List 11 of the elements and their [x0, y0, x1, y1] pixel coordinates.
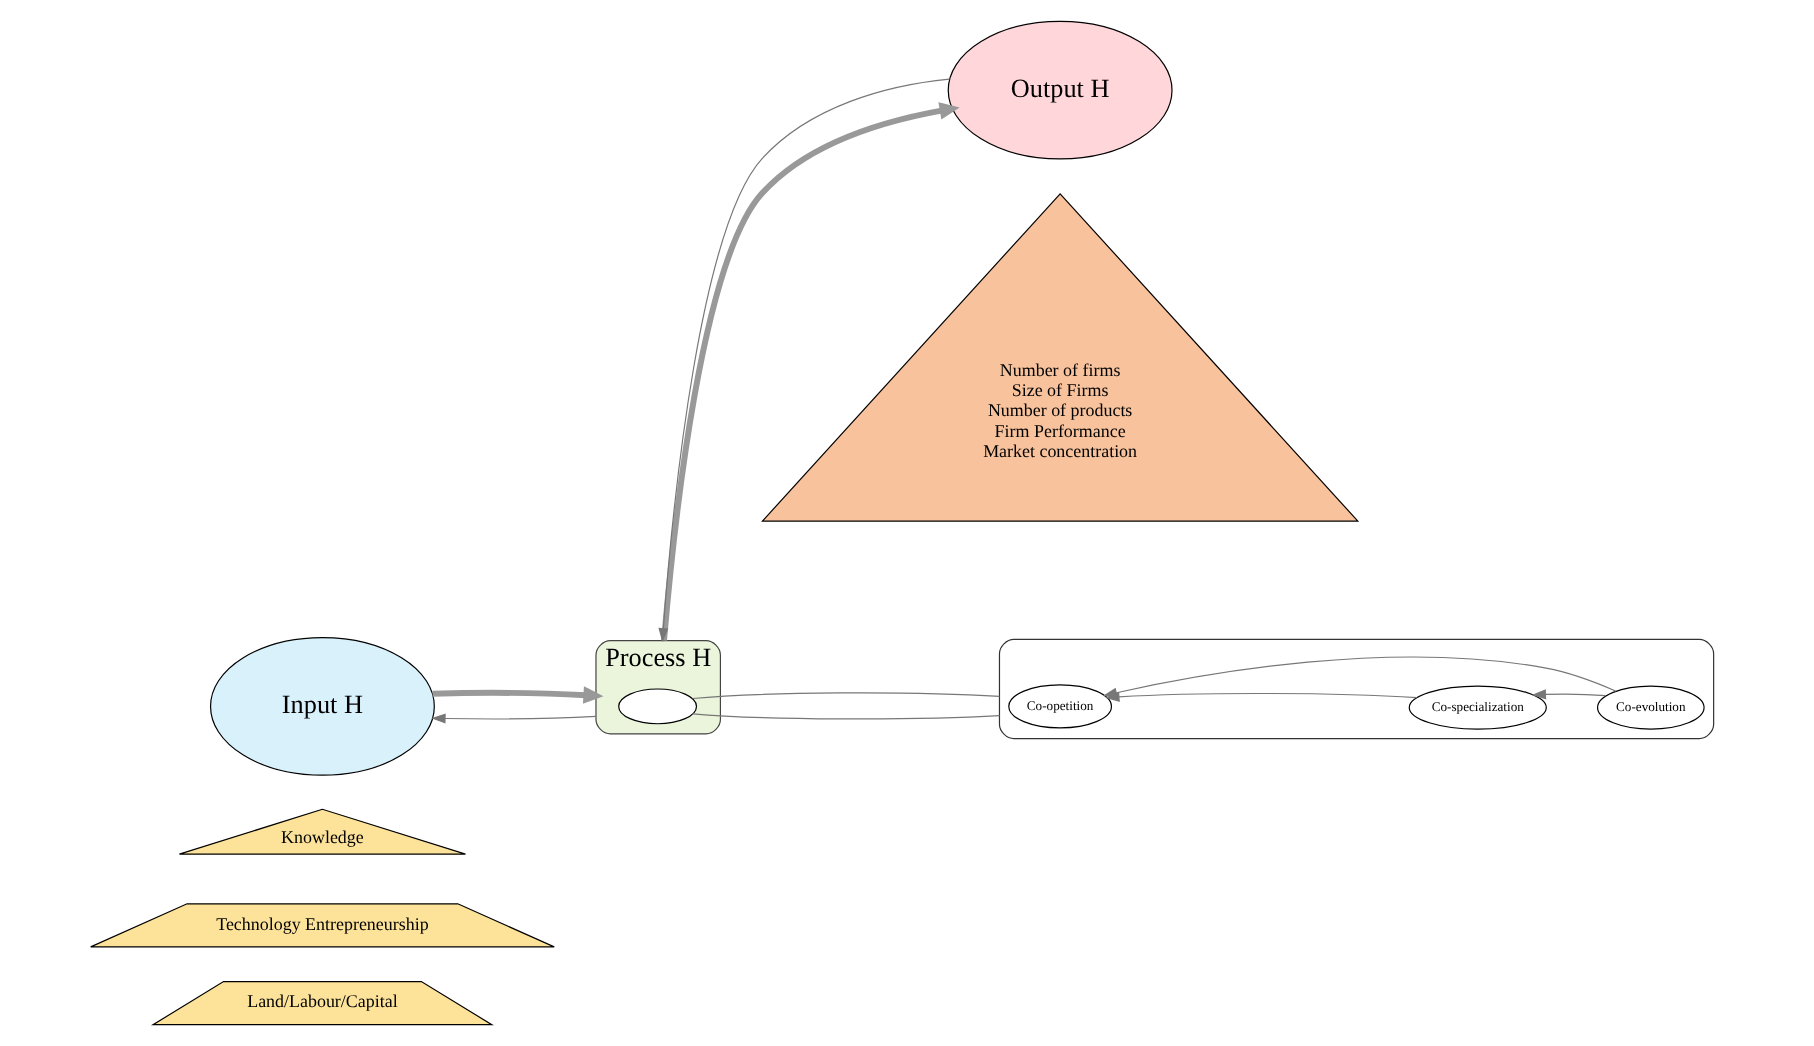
- connector: [691, 692, 1001, 700]
- connector: [692, 713, 1001, 720]
- node-ellipse: [618, 688, 698, 725]
- arrow: [432, 686, 604, 704]
- cluster: Process H: [595, 639, 721, 735]
- arrow: [1531, 689, 1607, 700]
- node-ellipse: Output H: [947, 20, 1173, 160]
- arrow: [431, 713, 597, 724]
- node-ellipse: Input H: [209, 636, 435, 776]
- arrow: [1102, 656, 1617, 698]
- cluster: [998, 638, 1715, 740]
